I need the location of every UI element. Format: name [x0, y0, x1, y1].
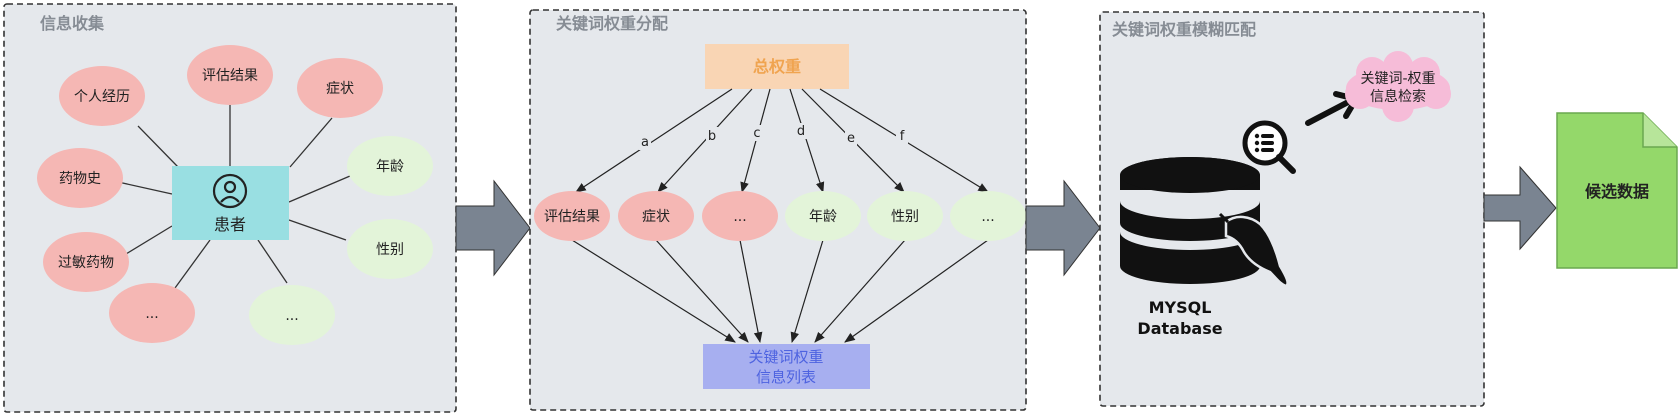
connectors — [117, 104, 351, 289]
edge-labels: a b c d e f — [639, 123, 908, 150]
panel-keyword-weight: 关键词权重分配 总权重 a b c d e f — [529, 9, 1027, 411]
weight-list-line2: 信息列表 — [756, 368, 816, 386]
node-label: 性别 — [376, 242, 404, 258]
db-label-line2: Database — [1137, 319, 1222, 338]
cloud-line1: 关键词-权重 — [1360, 71, 1435, 87]
panel-info-collection: 信息收集 个人经历 评估结果 症状 药物史 — [3, 3, 457, 413]
node-gender: 性别 — [347, 219, 433, 279]
node-medication-history: 药物史 — [37, 148, 123, 208]
weight-node-age: 年龄 — [785, 191, 861, 241]
patient-label: 患者 — [214, 215, 246, 234]
node-personal-history: 个人经历 — [59, 66, 145, 126]
weight-list-line1: 关键词权重 — [748, 348, 823, 366]
edge-label-b: b — [708, 129, 716, 144]
cloud-line2: 信息检索 — [1370, 88, 1426, 105]
node-age: 年龄 — [347, 136, 433, 196]
patient-box: 患者 — [172, 166, 289, 240]
mysql-dolphin-icon — [1218, 212, 1289, 288]
weight-node-assessment: 评估结果 — [534, 191, 610, 241]
node-label: 年龄 — [376, 159, 404, 175]
node-label: 药物史 — [59, 171, 101, 187]
node-assessment: 评估结果 — [187, 45, 273, 105]
node-label: ... — [145, 306, 158, 322]
node-label: 年龄 — [809, 209, 837, 225]
node-allergy: 过敏药物 — [43, 232, 129, 292]
node-label: 症状 — [326, 81, 354, 97]
edge-label-f: f — [900, 129, 905, 144]
edge-label-e: e — [847, 131, 855, 146]
total-weight-label: 总权重 — [753, 57, 801, 76]
panel-title: 关键词权重模糊匹配 — [1112, 20, 1256, 39]
result-label: 候选数据 — [1585, 182, 1649, 201]
db-label-line1: MYSQL — [1149, 298, 1212, 317]
weight-node-more-green: ... — [950, 191, 1026, 241]
document-icon: 候选数据 — [1556, 112, 1678, 269]
panel-title: 关键词权重分配 — [556, 14, 668, 33]
list-arrows — [571, 239, 989, 344]
node-label: 性别 — [891, 209, 919, 225]
node-label: 个人经历 — [74, 89, 130, 105]
weight-list-box: 关键词权重 信息列表 — [703, 344, 870, 389]
edge-label-a: a — [641, 135, 649, 150]
node-more-pink: ... — [109, 283, 195, 343]
node-label: 评估结果 — [544, 209, 600, 225]
weight-node-symptom: 症状 — [618, 191, 694, 241]
total-weight-box: 总权重 — [705, 44, 849, 89]
edge-label-c: c — [753, 126, 760, 141]
node-symptom: 症状 — [297, 58, 383, 118]
node-label: 过敏药物 — [58, 255, 114, 271]
flow-arrow-1 — [455, 179, 531, 277]
weight-node-gender: 性别 — [867, 191, 943, 241]
panel-title: 信息收集 — [40, 14, 105, 33]
node-label: 评估结果 — [202, 68, 258, 84]
node-label: ... — [981, 209, 994, 225]
retrieval-cloud: 关键词-权重 信息检索 — [1345, 51, 1451, 122]
node-label: 症状 — [642, 209, 670, 225]
search-list-icon — [1242, 120, 1296, 174]
node-label: ... — [285, 308, 298, 324]
flow-arrow-2 — [1025, 179, 1101, 277]
node-more-green: ... — [249, 285, 335, 345]
weight-node-more-pink: ... — [702, 191, 778, 241]
flow-arrow-3 — [1483, 165, 1557, 251]
node-label: ... — [733, 209, 746, 225]
user-circle-icon — [212, 173, 248, 209]
panel-fuzzy-match: 关键词权重模糊匹配 MYSQL Database — [1099, 11, 1485, 407]
edge-label-d: d — [797, 124, 805, 139]
